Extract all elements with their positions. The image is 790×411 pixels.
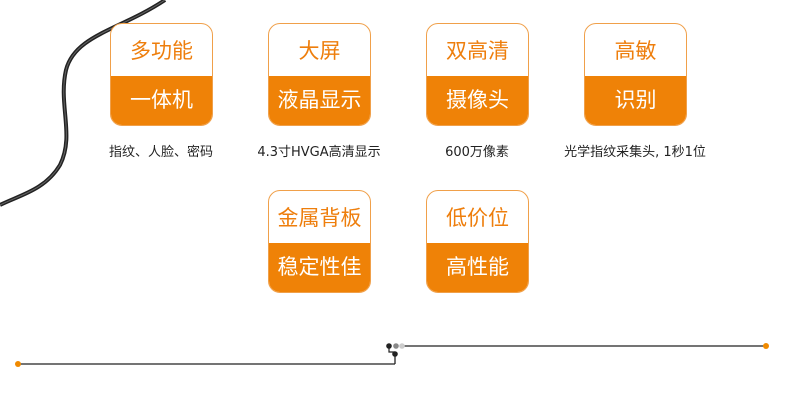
feature-card-dual-camera: 双高清 摄像头 bbox=[426, 23, 529, 126]
feature-card-large-screen: 大屏 液晶显示 bbox=[268, 23, 371, 126]
feature-title: 金属背板 bbox=[277, 206, 362, 230]
feature-card-metal-back: 金属背板 稳定性佳 bbox=[268, 190, 371, 293]
feature-title: 大屏 bbox=[298, 39, 341, 63]
feature-card-low-price: 低价位 高性能 bbox=[426, 190, 529, 293]
feature-title: 高敏 bbox=[614, 39, 657, 63]
feature-card-sensitive-recognition: 高敏 识别 bbox=[584, 23, 687, 126]
feature-caption: 光学指纹采集头, 1秒1位 bbox=[564, 145, 706, 160]
feature-title: 低价位 bbox=[446, 206, 509, 230]
feature-caption: 600万像素 bbox=[445, 145, 509, 160]
feature-caption: 指纹、人脸、密码 bbox=[108, 145, 213, 160]
feature-subtitle: 液晶显示 bbox=[269, 76, 370, 125]
connector-line-decoration bbox=[15, 343, 769, 367]
feature-subtitle: 稳定性佳 bbox=[269, 243, 370, 292]
feature-subtitle: 摄像头 bbox=[427, 76, 528, 125]
feature-subtitle: 一体机 bbox=[111, 76, 212, 125]
feature-subtitle: 识别 bbox=[585, 76, 686, 125]
feature-caption: 4.3寸HVGA高清显示 bbox=[257, 145, 381, 160]
feature-subtitle: 高性能 bbox=[427, 243, 528, 292]
feature-card-all-in-one: 多功能 一体机 bbox=[110, 23, 213, 126]
feature-title: 双高清 bbox=[446, 39, 509, 63]
feature-title: 多功能 bbox=[130, 39, 193, 63]
